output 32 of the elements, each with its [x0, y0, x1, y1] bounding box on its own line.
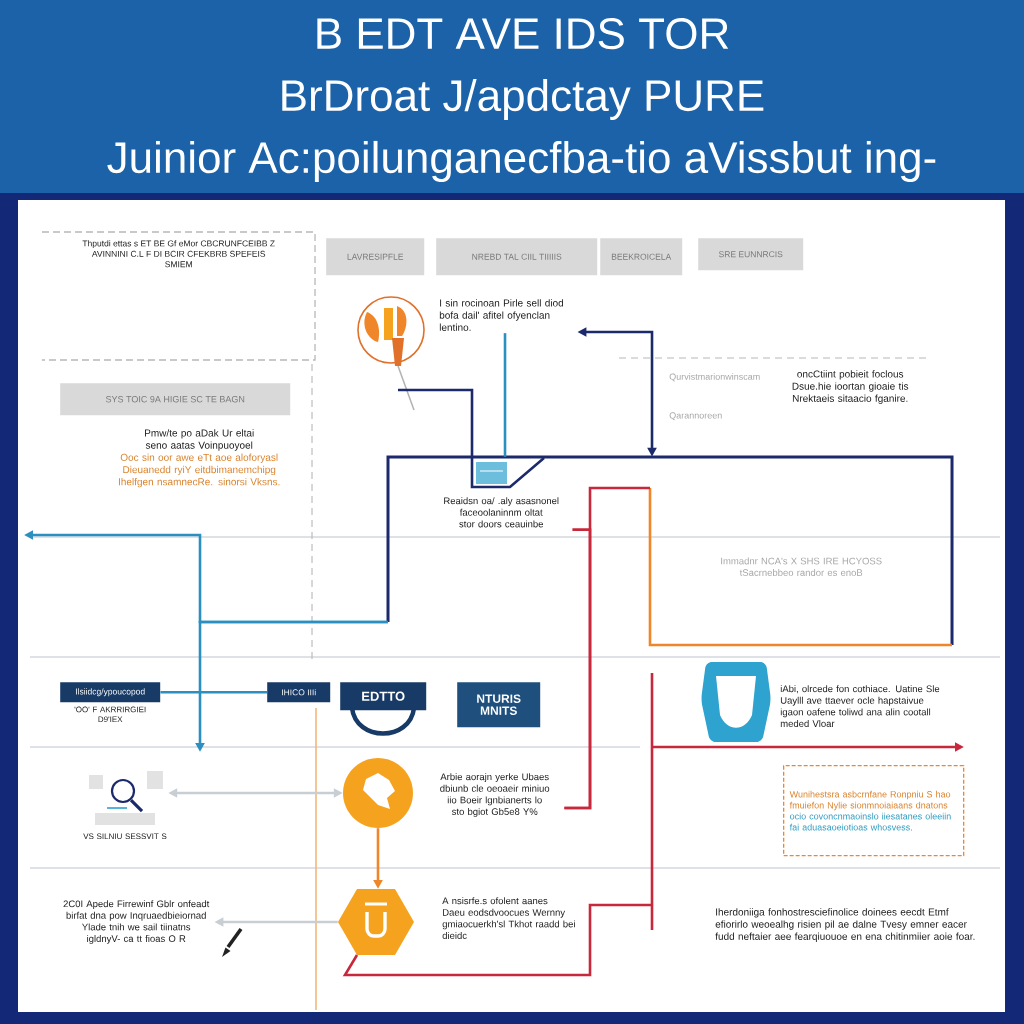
node-label: VS SILNIU SESSVIT S [83, 833, 167, 840]
header-banner: B EDT AVE IDS TOR BrDroat J/apdctay PURE Juinior Ac:poilunganecfba-tio aVissbut ing- [0, 0, 1024, 193]
outline-box: Immadnr NCA's X SHS IRE HCYOSS tSacrnebbeo randor es enoB [648, 488, 952, 647]
description-text: Pmw/te po aDak Ur eltai seno aatas Voinpuoyoel Ooc sin oor awe eTt aoe aloforyasl Dieuanedd ryiY eitdbimanemchipg Ihelfgen nsamnecRe. sinorsi Vksns. [119, 429, 280, 488]
heading-bar: NREBD TAL CIIL TIIIIIS [436, 238, 598, 276]
connector-line [160, 690, 267, 694]
dashed-box: Wunihestsra asbcrnfane Ronpniu S hao fmuiefon Nylie sionmnoiaiaans dnatons ocio covoncnmaoinslo iiesatanes oleeiin fai aduasaoeiotioas whosvess. [783, 765, 965, 857]
heading-bar: SYS TOIC 9A HIGIE SC TE BAGN [60, 383, 291, 416]
hexagon-node [338, 889, 414, 955]
badge: EDTTO [340, 682, 427, 736]
heading-bar: SRE EUNNRCIS [698, 238, 804, 271]
description-text: iAbi, olrcede fon cothiace. Uatine Sle Uaylll ave ttaever ocle hapstaivue igaon oafene toliwd ana alin cootall meded Vloar [780, 685, 940, 727]
description-text: I sin rocinoan Pirle sell diod bofa dail' afitel ofyenclan lentino. [439, 299, 564, 331]
description-text: A nsisrfe.s ofolent aanes Daeu eodsdvoocues Wernny gmiaocuerkh'sl Tkhot raadd bei dieidc [442, 897, 575, 939]
note-text: Qarannoreen [669, 412, 722, 421]
tag-label: Ilsiidcg/ypoucopod [60, 682, 161, 703]
node-label: 'OO' F AKRRIRGIEI D9'IEX [74, 706, 146, 723]
description-text: Reaidsn oa/ .aly asasnonel faceoolaninnm oltat stor doors ceauinbe [444, 497, 559, 528]
connector-line [503, 333, 507, 457]
magnifier-icon [89, 771, 163, 825]
note-text: Qurvistmarionwinscam [669, 373, 760, 382]
heading-bar: BEEKROICELA [600, 238, 683, 276]
description-text: Iherdoniiga fonhostresciefinolice doinees eecdt Etmf efiorirlo weoealhg risien pil ae dalne Tvesy emner eacer fudd neftaier aee fearqiuouoe en ena chitinmiier aoie foar. [715, 908, 975, 942]
connector-line [564, 528, 592, 810]
tag-label: IHICO IIIi [267, 682, 331, 703]
tag-box: NTURIS MNITS [457, 682, 541, 728]
outline-frame [386, 455, 954, 645]
description-text: Arbie aorajn yerke Ubaes dbiunb cle oeoaeir miniuo iio Boeir lgnbianerts lo sto bgiot Gb5e8 Y% [440, 773, 550, 817]
heading-bar: LAVRESIPFLE [326, 238, 425, 276]
description-text: 2C0I Apede Firrewinf Gblr onfeadt birfat dna pow Inqruaedbieiornad Ylade tnih we sail tiinatns igldnyV- ca tt fioas O R [63, 900, 210, 944]
description-text: oncCtiint pobieit foclous Dsue.hie ioortan gioaie tis Nrektaeis sitaacio fganire. [792, 370, 909, 404]
dashed-box: Thputdi ettas s ET BE Gf eMor CBCRUNFCEIBB Z AVINNINI C.L F DI BCIR CFEKBRB SPEFEIS SMIEM [41, 231, 316, 361]
